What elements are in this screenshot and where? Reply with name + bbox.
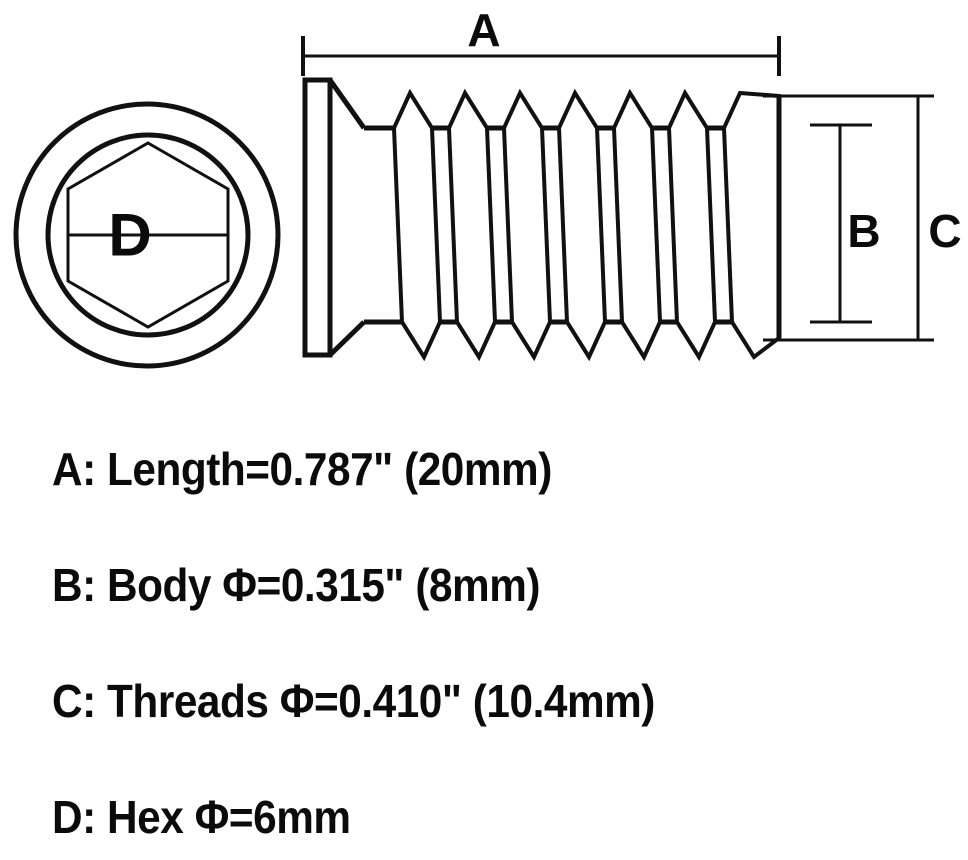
head-inner-circle xyxy=(45,132,251,338)
thread-tooth xyxy=(611,88,663,362)
thread-tooth xyxy=(391,88,443,362)
spec-line-c: C: Threads Φ=0.410" (10.4mm) xyxy=(52,675,655,727)
dimension-a-group: A xyxy=(301,4,781,76)
hex-socket-outline xyxy=(66,141,230,329)
thread-tooth-end xyxy=(721,90,781,360)
head-taper-bottom xyxy=(328,320,366,357)
head-outer-circle xyxy=(13,101,281,369)
thread-teeth-group xyxy=(391,88,781,362)
dimension-letter-a: A xyxy=(467,4,500,56)
screw-head-flange xyxy=(302,77,333,358)
end-view-group: D xyxy=(13,101,281,369)
thread-tooth xyxy=(501,88,553,362)
thread-tooth xyxy=(666,88,718,362)
spec-line-b: B: Body Φ=0.315" (8mm) xyxy=(52,559,541,611)
dimension-letter-c: C xyxy=(928,205,961,257)
dimension-letter-b: B xyxy=(847,205,880,257)
spec-line-d: D: Hex Φ=6mm xyxy=(52,791,351,843)
specification-list: A: Length=0.787" (20mm) B: Body Φ=0.315"… xyxy=(0,400,968,860)
thread-tooth xyxy=(556,88,608,362)
screw-technical-drawing: D xyxy=(13,4,962,369)
side-view-group xyxy=(302,77,782,362)
head-taper-top xyxy=(327,78,367,130)
thread-tooth xyxy=(446,88,498,362)
dimension-b-group: B xyxy=(810,123,881,324)
dimension-c-group: C xyxy=(763,94,962,342)
spec-line-a: A: Length=0.787" (20mm) xyxy=(52,443,552,495)
dimension-letter-d: D xyxy=(108,202,151,269)
